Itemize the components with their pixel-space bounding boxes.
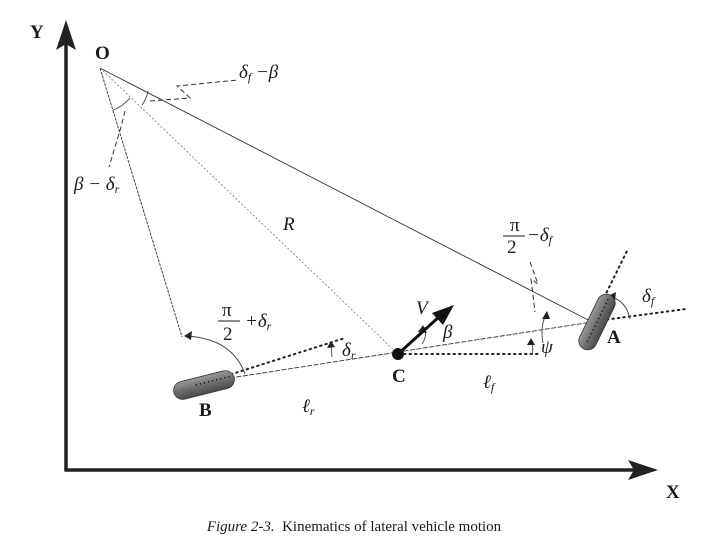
center-of-gravity-C bbox=[392, 348, 404, 360]
line-O-B bbox=[99, 67, 183, 338]
angle-front-op-group: −δf bbox=[527, 225, 554, 247]
angle-top-sub: f bbox=[248, 70, 253, 84]
axes: Y X bbox=[30, 20, 680, 503]
x-axis-arrowhead bbox=[628, 460, 658, 480]
angle-label-deltaf-minus-beta: δf −β bbox=[239, 62, 279, 84]
front-length-sub: f bbox=[491, 380, 496, 394]
construction-lines bbox=[99, 67, 687, 382]
front-steer-delta: δ bbox=[642, 286, 652, 307]
angle-rear-denominator: 2 bbox=[223, 324, 233, 345]
point-label-B: B bbox=[199, 400, 212, 421]
angle-left-main: β − δ bbox=[73, 174, 116, 195]
leader-front bbox=[529, 261, 540, 313]
leader-lines bbox=[108, 79, 540, 313]
y-axis-label: Y bbox=[30, 22, 44, 43]
y-axis-arrowhead bbox=[56, 20, 76, 50]
velocity-vector bbox=[396, 305, 454, 356]
arrowhead-rear-steer bbox=[327, 341, 335, 348]
angle-label-beta-minus-deltar: β − δr bbox=[73, 174, 120, 196]
angle-rear-numerator: π bbox=[222, 300, 232, 321]
angle-left-sub: r bbox=[115, 182, 120, 196]
figure-caption: Figure 2-3. Kinematics of lateral vehicl… bbox=[0, 519, 708, 536]
slip-angle-label: β bbox=[442, 322, 453, 343]
angle-rear-op: +δ bbox=[245, 311, 268, 332]
front-wheel-A bbox=[578, 293, 616, 351]
arrowhead-rear-perp bbox=[184, 331, 192, 340]
angle-top-delta: δ bbox=[239, 62, 249, 83]
arrowhead-front-perp bbox=[542, 311, 550, 319]
arrowhead-heading bbox=[527, 338, 535, 345]
figure-number: Figure 2-3. bbox=[206, 519, 275, 535]
rear-steer-label: δr bbox=[342, 340, 356, 362]
front-steer-sub: f bbox=[651, 294, 656, 308]
rear-wheel-B bbox=[173, 370, 235, 400]
front-length-ell: ℓ bbox=[483, 372, 491, 393]
point-label-O: O bbox=[95, 43, 110, 64]
rear-length-ell: ℓ bbox=[302, 396, 310, 417]
x-axis-label: X bbox=[666, 482, 680, 503]
velocity-arrowhead bbox=[432, 305, 454, 325]
angle-rear-sub: r bbox=[267, 319, 272, 333]
heading-label: ψ bbox=[541, 337, 554, 358]
velocity-arrow-shaft bbox=[396, 314, 442, 356]
line-O-A bbox=[99, 67, 593, 323]
angle-front-sub: f bbox=[549, 233, 554, 247]
front-length-label: ℓf bbox=[483, 372, 496, 394]
rear-steer-sub: r bbox=[351, 348, 356, 362]
angle-arcs bbox=[112, 90, 631, 375]
arc-at-O-right bbox=[141, 90, 149, 106]
arc-rear-perp bbox=[184, 335, 246, 375]
line-B-A-chassis bbox=[229, 321, 593, 379]
velocity-label: V bbox=[416, 298, 430, 319]
angle-front-numerator: π bbox=[510, 215, 520, 236]
figure-caption-text: Kinematics of lateral vehicle motion bbox=[282, 519, 502, 535]
leader-left bbox=[108, 110, 126, 168]
angle-front-denominator: 2 bbox=[507, 237, 517, 258]
line-O-C-radius bbox=[99, 67, 399, 355]
rear-steer-delta: δ bbox=[342, 340, 352, 361]
rear-wheel-tire bbox=[173, 370, 235, 400]
point-label-C: C bbox=[392, 366, 406, 387]
rear-length-sub: r bbox=[310, 404, 315, 418]
rear-length-label: ℓr bbox=[302, 396, 315, 418]
angle-label-pi-half-plus-deltar: π 2 +δr bbox=[218, 300, 272, 345]
arc-at-O-left bbox=[112, 97, 131, 111]
angle-rear-op-group: +δr bbox=[245, 311, 272, 333]
front-steer-label: δf bbox=[642, 286, 656, 308]
angle-top-rest: −β bbox=[251, 62, 279, 83]
leader-top bbox=[149, 79, 239, 102]
radius-label: R bbox=[282, 214, 295, 235]
chassis-extension-dotted bbox=[595, 308, 687, 322]
point-label-A: A bbox=[607, 327, 621, 348]
angle-front-op: −δ bbox=[527, 225, 550, 246]
angle-label-pi-half-minus-deltaf: π 2 −δf bbox=[503, 215, 554, 258]
